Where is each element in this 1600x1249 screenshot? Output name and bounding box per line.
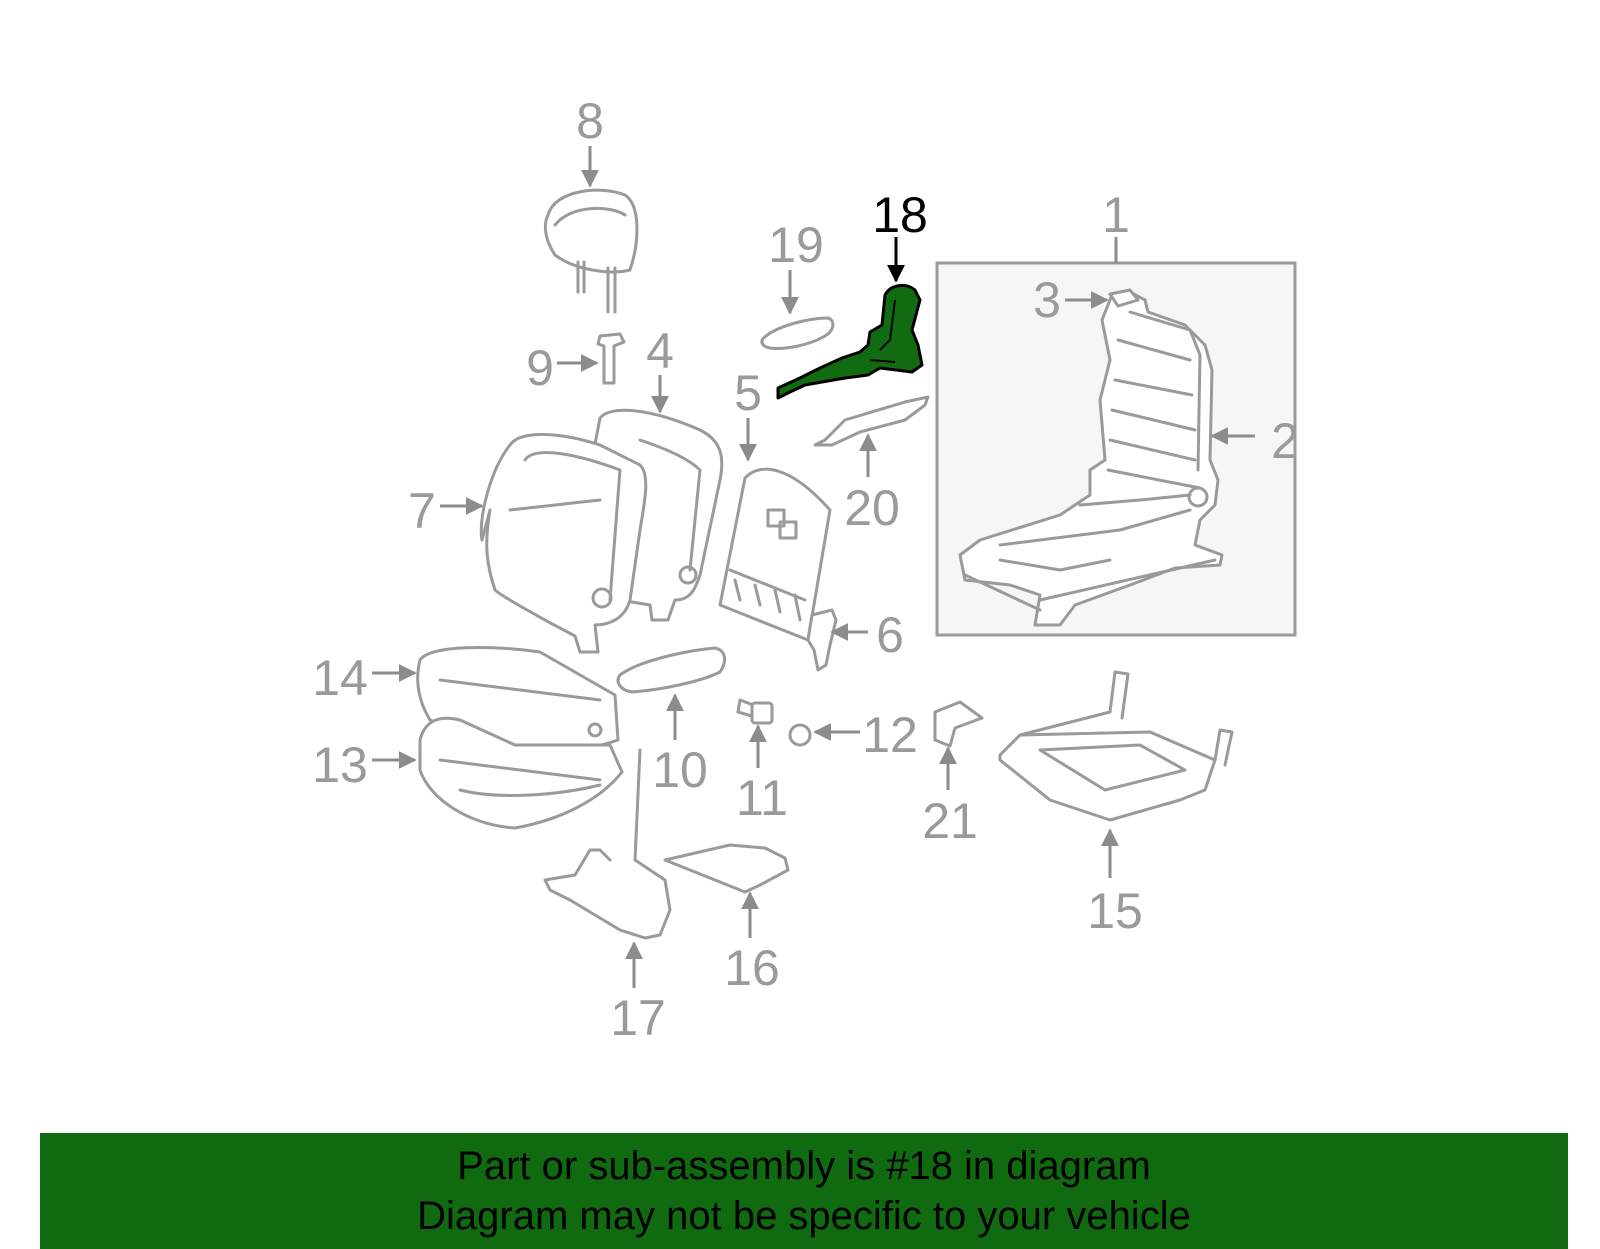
clip-part-12 xyxy=(788,723,812,747)
clip-part-3 xyxy=(1108,288,1140,308)
cover-part-19 xyxy=(760,316,835,350)
callout-13: 13 xyxy=(312,737,368,793)
callout-3: 3 xyxy=(1033,272,1061,328)
callout-8: 8 xyxy=(576,93,604,149)
seat-parts-diagram: 1 2 3 4 5 6 7 8 9 10 11 12 13 14 15 16 1… xyxy=(312,93,1299,1046)
callout-20: 20 xyxy=(844,480,900,536)
seat-pad-part-13 xyxy=(418,716,624,830)
callout-18: 18 xyxy=(872,187,928,243)
headrest-part-8 xyxy=(543,188,639,314)
callout-12: 12 xyxy=(862,707,918,763)
callout-5: 5 xyxy=(734,365,762,421)
callout-4: 4 xyxy=(646,323,674,379)
callout-10: 10 xyxy=(652,742,708,798)
headrest-guide-part-9 xyxy=(596,332,626,385)
callout-19: 19 xyxy=(768,217,824,273)
seatback-cushion-part-7 xyxy=(479,433,648,654)
bracket-part-21 xyxy=(933,700,984,748)
seat-frame-part-2 xyxy=(958,290,1224,627)
latch-part-6 xyxy=(806,608,838,672)
callout-14: 14 xyxy=(312,650,368,706)
pad-part-16 xyxy=(663,843,790,894)
callout-21: 21 xyxy=(922,793,978,849)
callout-7: 7 xyxy=(408,483,436,539)
side-shield-part-10 xyxy=(616,646,727,694)
trim-part-20 xyxy=(813,395,930,447)
callout-15: 15 xyxy=(1087,883,1143,939)
callout-16: 16 xyxy=(724,940,780,996)
callout-9: 9 xyxy=(526,340,554,396)
back-board-part-5 xyxy=(718,467,832,642)
banner-line-2: Diagram may not be specific to your vehi… xyxy=(417,1194,1191,1238)
seat-tray-part-15 xyxy=(998,670,1234,822)
wire-frame-part-17 xyxy=(543,748,672,940)
info-banner: Part or sub-assembly is #18 in diagram D… xyxy=(40,1133,1568,1249)
callout-1: 1 xyxy=(1102,187,1130,243)
callout-17: 17 xyxy=(610,990,666,1046)
bolt-part-11 xyxy=(736,698,774,725)
callout-6: 6 xyxy=(876,607,904,663)
callout-2: 2 xyxy=(1271,413,1299,469)
highlighted-part-18 xyxy=(776,283,924,400)
callout-11: 11 xyxy=(736,770,788,826)
banner-line-1: Part or sub-assembly is #18 in diagram xyxy=(457,1144,1151,1188)
